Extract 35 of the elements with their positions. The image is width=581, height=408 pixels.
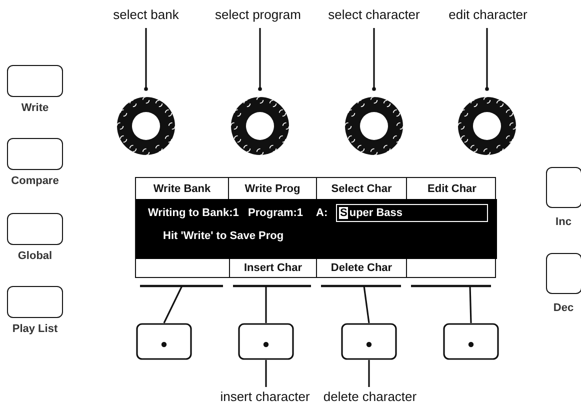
status-text: Writing to Bank:1 Program:1 [148,207,304,219]
leader-line [258,28,262,91]
button-label: Write [20,102,50,114]
leader-line [163,286,183,324]
soft-button [443,323,499,360]
callout-label: select bank [96,6,196,24]
leader-line [485,28,489,91]
knob-drawing [116,96,176,156]
leader-line [372,28,376,91]
leader-line [363,286,370,324]
leader-line [265,360,267,387]
button-label: Global [16,250,54,262]
leader-line [469,286,472,324]
leader-line [144,28,148,91]
leader-line [265,286,267,323]
name-field: Super Bass [336,204,488,222]
status-text: A: [316,207,328,219]
soft-button [341,323,397,360]
knob-drawing [230,96,290,156]
knob-drawing [457,96,517,156]
softkey-label: Delete Char [317,259,407,277]
button-label: Inc [554,216,572,228]
soft-button [136,323,192,360]
callout-label: select character [316,6,432,24]
soft-button [238,323,294,360]
leader-line [368,360,370,387]
button-label: Play List [11,323,59,335]
knob-drawing [344,96,404,156]
status-text: Hit 'Write' to Save Prog [163,230,284,242]
softkey-label: Insert Char [229,259,317,277]
softkey-label: Edit Char [426,182,478,196]
callout-label: select program [198,6,318,24]
button-label: Dec [552,302,575,314]
callout-label: edit character [436,6,540,24]
button-label: Compare [10,175,60,187]
